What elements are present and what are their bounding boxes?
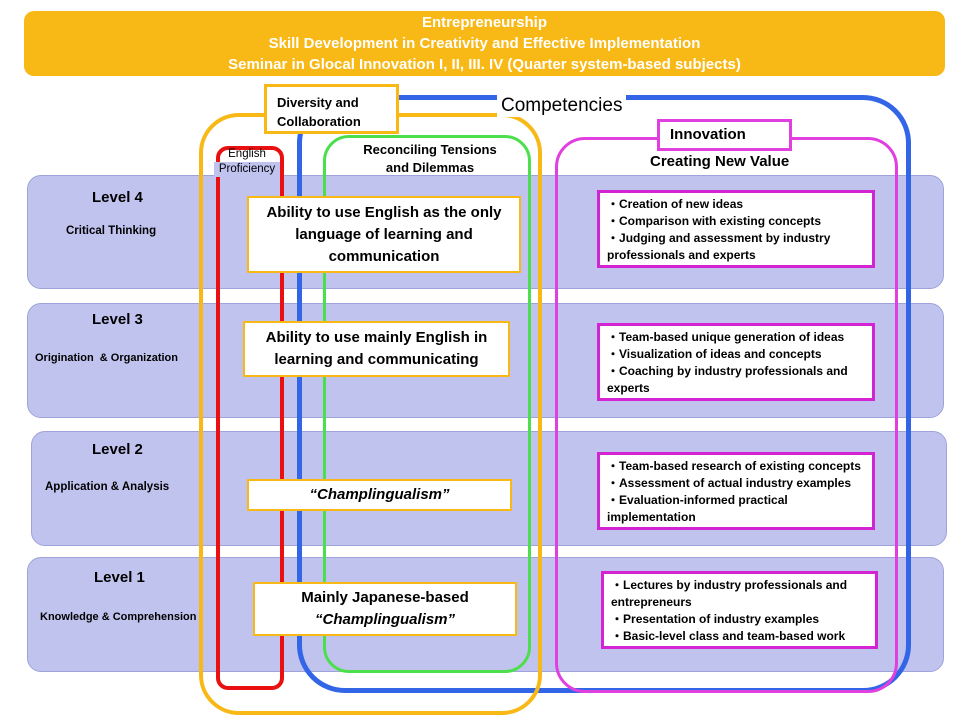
header-banner: Entrepreneurship Skill Development in Cr… <box>24 11 945 76</box>
level-1-innovation-box: Lectures by industry professionals and e… <box>601 571 878 649</box>
innovation-label: Innovation <box>657 119 792 151</box>
level-3-subtitle: Origination & Organization <box>35 352 178 364</box>
competencies-label: Competencies <box>497 95 627 117</box>
level-1-subtitle: Knowledge & Comprehension <box>40 611 197 623</box>
level-3-english-line-1: Ability to use mainly English in <box>265 329 488 346</box>
english-proficiency-line-2: Proficiency <box>214 162 280 177</box>
header-line-1: Entrepreneurship <box>421 14 548 31</box>
level-4-english-line-2: language of learning and <box>295 225 473 243</box>
english-proficiency-line-1: English <box>228 148 266 160</box>
reconciling-line-1: Reconciling Tensions <box>363 142 497 157</box>
level-2-innovation-box: Team-based research of existing concepts… <box>597 452 875 530</box>
level-2-item-3: Evaluation-informed practical implementa… <box>607 492 865 526</box>
level-4-english-box: Ability to use English as the only langu… <box>247 196 521 273</box>
level-4-innovation-box: Creation of new ideas Comparison with ex… <box>597 190 875 268</box>
english-proficiency-outline <box>216 146 284 690</box>
level-3-title: Level 3 <box>92 311 143 328</box>
level-2-item-1: Team-based research of existing concepts <box>607 458 865 475</box>
level-1-item-3: Basic-level class and team-based work <box>611 628 868 645</box>
english-proficiency-label: English Proficiency <box>214 147 280 177</box>
level-3-item-2: Visualization of ideas and concepts <box>607 346 865 363</box>
level-4-english-line-1: Ability to use English as the only <box>266 203 502 221</box>
level-1-title: Level 1 <box>94 569 145 586</box>
level-4-item-3: Judging and assessment by industry profe… <box>607 230 865 264</box>
diversity-label-line-1: Diversity and <box>277 95 359 110</box>
level-2-english-line-1: “Champlingualism” <box>309 486 450 503</box>
level-4-item-1: Creation of new ideas <box>607 196 865 213</box>
level-1-item-2: Presentation of industry examples <box>611 611 868 628</box>
level-1-english-line-2: “Champlingualism” <box>314 611 456 628</box>
level-2-title: Level 2 <box>92 441 143 458</box>
level-4-subtitle: Critical Thinking <box>66 225 157 237</box>
level-4-title: Level 4 <box>92 189 143 206</box>
header-line-2: Skill Development in Creativity and Effe… <box>268 35 701 52</box>
header-line-3: Seminar in Glocal Innovation I, II, III.… <box>228 56 741 73</box>
level-2-subtitle: Application & Analysis <box>45 481 170 493</box>
level-4-english-line-3: communication <box>328 247 440 265</box>
level-2-item-2: Assessment of actual industry examples <box>607 475 865 492</box>
reconciling-outline <box>323 135 531 673</box>
creating-new-value-label: Creating New Value <box>650 153 790 170</box>
level-4-item-2: Comparison with existing concepts <box>607 213 865 230</box>
level-1-english-box: Mainly Japanese-based “Champlingualism” <box>253 582 517 636</box>
diversity-label-line-2: Collaboration <box>277 114 361 129</box>
reconciling-line-2: and Dilemmas <box>385 160 475 175</box>
level-3-english-box: Ability to use mainly English in learnin… <box>243 321 510 377</box>
level-2-english-box: “Champlingualism” <box>247 479 512 511</box>
level-3-item-3: Coaching by industry professionals and e… <box>607 363 865 397</box>
level-3-english-line-2: learning and communicating <box>274 351 479 368</box>
level-3-innovation-box: Team-based unique generation of ideas Vi… <box>597 323 875 401</box>
level-1-english-line-1: Mainly Japanese-based <box>301 589 469 606</box>
level-3-item-1: Team-based unique generation of ideas <box>607 329 865 346</box>
diversity-label: Diversity and Collaboration <box>264 84 399 134</box>
reconciling-label: Reconciling Tensions and Dilemmas <box>338 141 522 177</box>
level-1-item-1: Lectures by industry professionals and e… <box>611 577 868 611</box>
